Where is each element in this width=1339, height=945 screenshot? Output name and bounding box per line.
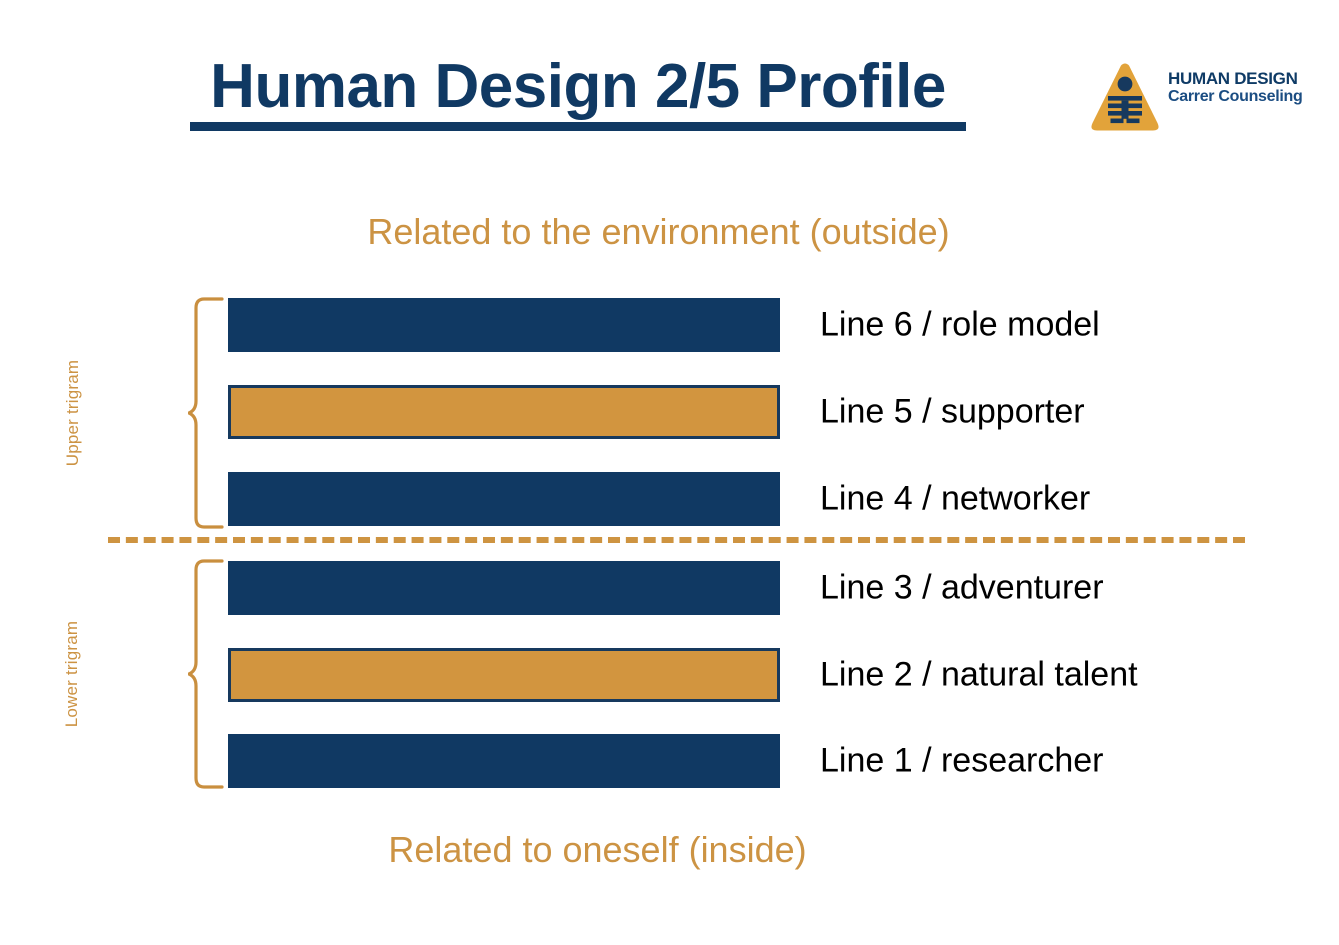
trigram-divider [108, 537, 1245, 543]
upper-trigram-brace-icon [188, 296, 224, 530]
lower-trigram-brace-icon [188, 558, 224, 790]
line-bar-5[interactable] [228, 385, 780, 439]
line-bar-2[interactable] [228, 648, 780, 702]
human-design-triangle-icon [1088, 60, 1162, 138]
title-underline [190, 122, 966, 131]
trigram-row[interactable]: Line 4 / networker [0, 472, 1339, 526]
upper-trigram-group: Upper trigram Line 6 / role model Line 5… [0, 296, 1339, 530]
trigram-row[interactable]: Line 5 / supporter [0, 385, 1339, 439]
line-label-6: Line 6 / role model [820, 305, 1100, 344]
trigram-row[interactable]: Line 2 / natural talent [0, 648, 1339, 702]
page-title: Human Design 2/5 Profile [210, 52, 946, 121]
line-bar-1[interactable] [228, 734, 780, 788]
title-block: Human Design 2/5 Profile [188, 56, 968, 136]
logo-name-primary: HUMAN DESIGN [1168, 69, 1298, 88]
line-label-3: Line 3 / adventurer [820, 568, 1104, 607]
caption-outside: Related to the environment (outside) [367, 211, 950, 252]
line-label-1: Line 1 / researcher [820, 741, 1104, 780]
line-label-5: Line 5 / supporter [820, 392, 1085, 431]
lower-trigram-group: Lower trigram Line 3 / adventurer Line 2… [0, 558, 1339, 790]
line-bar-6[interactable] [228, 298, 780, 352]
logo: HUMAN DESIGN Carrer Counseling [1080, 58, 1303, 144]
line-label-4: Line 4 / networker [820, 479, 1091, 518]
caption-inside: Related to oneself (inside) [388, 829, 807, 870]
logo-wordmark: HUMAN DESIGN Carrer Counseling [1168, 69, 1303, 106]
trigram-row[interactable]: Line 3 / adventurer [0, 561, 1339, 615]
trigram-row[interactable]: Line 6 / role model [0, 298, 1339, 352]
trigram-row[interactable]: Line 1 / researcher [0, 734, 1339, 788]
line-bar-3[interactable] [228, 561, 780, 615]
logo-name-secondary: Carrer Counseling [1168, 87, 1303, 105]
line-label-2: Line 2 / natural talent [820, 655, 1138, 694]
line-bar-4[interactable] [228, 472, 780, 526]
